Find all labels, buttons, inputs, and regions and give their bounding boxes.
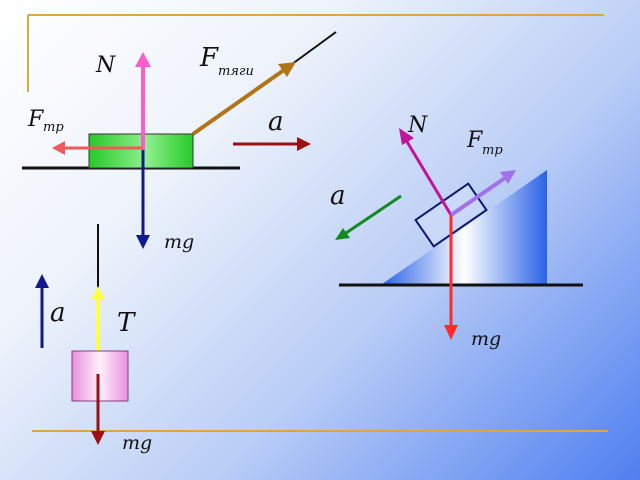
incline-acceleration-arrowhead — [335, 228, 350, 240]
normal-force-label: N — [95, 53, 116, 78]
traction-force-arrow — [191, 68, 286, 136]
incline-friction-arrowhead — [500, 170, 516, 184]
friction-force-arrowhead — [52, 141, 65, 155]
incline-acceleration-arrow — [345, 194, 402, 235]
incline-normal-arrow — [404, 139, 453, 216]
acceleration-label: a — [268, 107, 284, 137]
incline-diagram: N F тр a mg — [330, 113, 583, 350]
incline-friction-subscript: тр — [482, 143, 503, 158]
incline-friction-label: F — [466, 128, 483, 153]
traction-force-arrowhead — [278, 62, 296, 77]
hanging-acceleration-arrowhead — [35, 274, 49, 288]
incline-gravity-arrowhead — [444, 325, 458, 340]
pink-block — [71, 350, 129, 402]
incline-wedge — [382, 170, 547, 284]
tension-force-arrowhead — [91, 286, 105, 300]
horizontal-surface-diagram: N F тяги F тр a mg — [22, 31, 337, 253]
gravity-force-label: mg — [164, 231, 194, 253]
hanging-acceleration-label: a — [50, 298, 66, 328]
incline-normal-label: N — [407, 113, 428, 138]
hanging-gravity-label: mg — [122, 432, 152, 454]
traction-force-label: F — [199, 43, 219, 73]
gravity-force-arrowhead — [136, 235, 150, 249]
incline-acceleration-label: a — [330, 181, 346, 211]
friction-force-subscript: тр — [43, 120, 64, 135]
incline-friction-arrow — [449, 176, 507, 217]
traction-force-subscript: тяги — [218, 64, 254, 79]
incline-gravity-label: mg — [471, 328, 501, 350]
hanging-gravity-arrowhead — [91, 431, 105, 445]
hanging-block-diagram: a T mg — [35, 224, 152, 454]
incline-normal-arrowhead — [399, 128, 414, 145]
friction-force-label: F — [27, 107, 44, 132]
slide-frame — [27, 14, 608, 432]
tension-force-label: T — [117, 308, 136, 338]
normal-force-arrowhead — [135, 52, 151, 67]
acceleration-arrowhead — [297, 137, 311, 151]
